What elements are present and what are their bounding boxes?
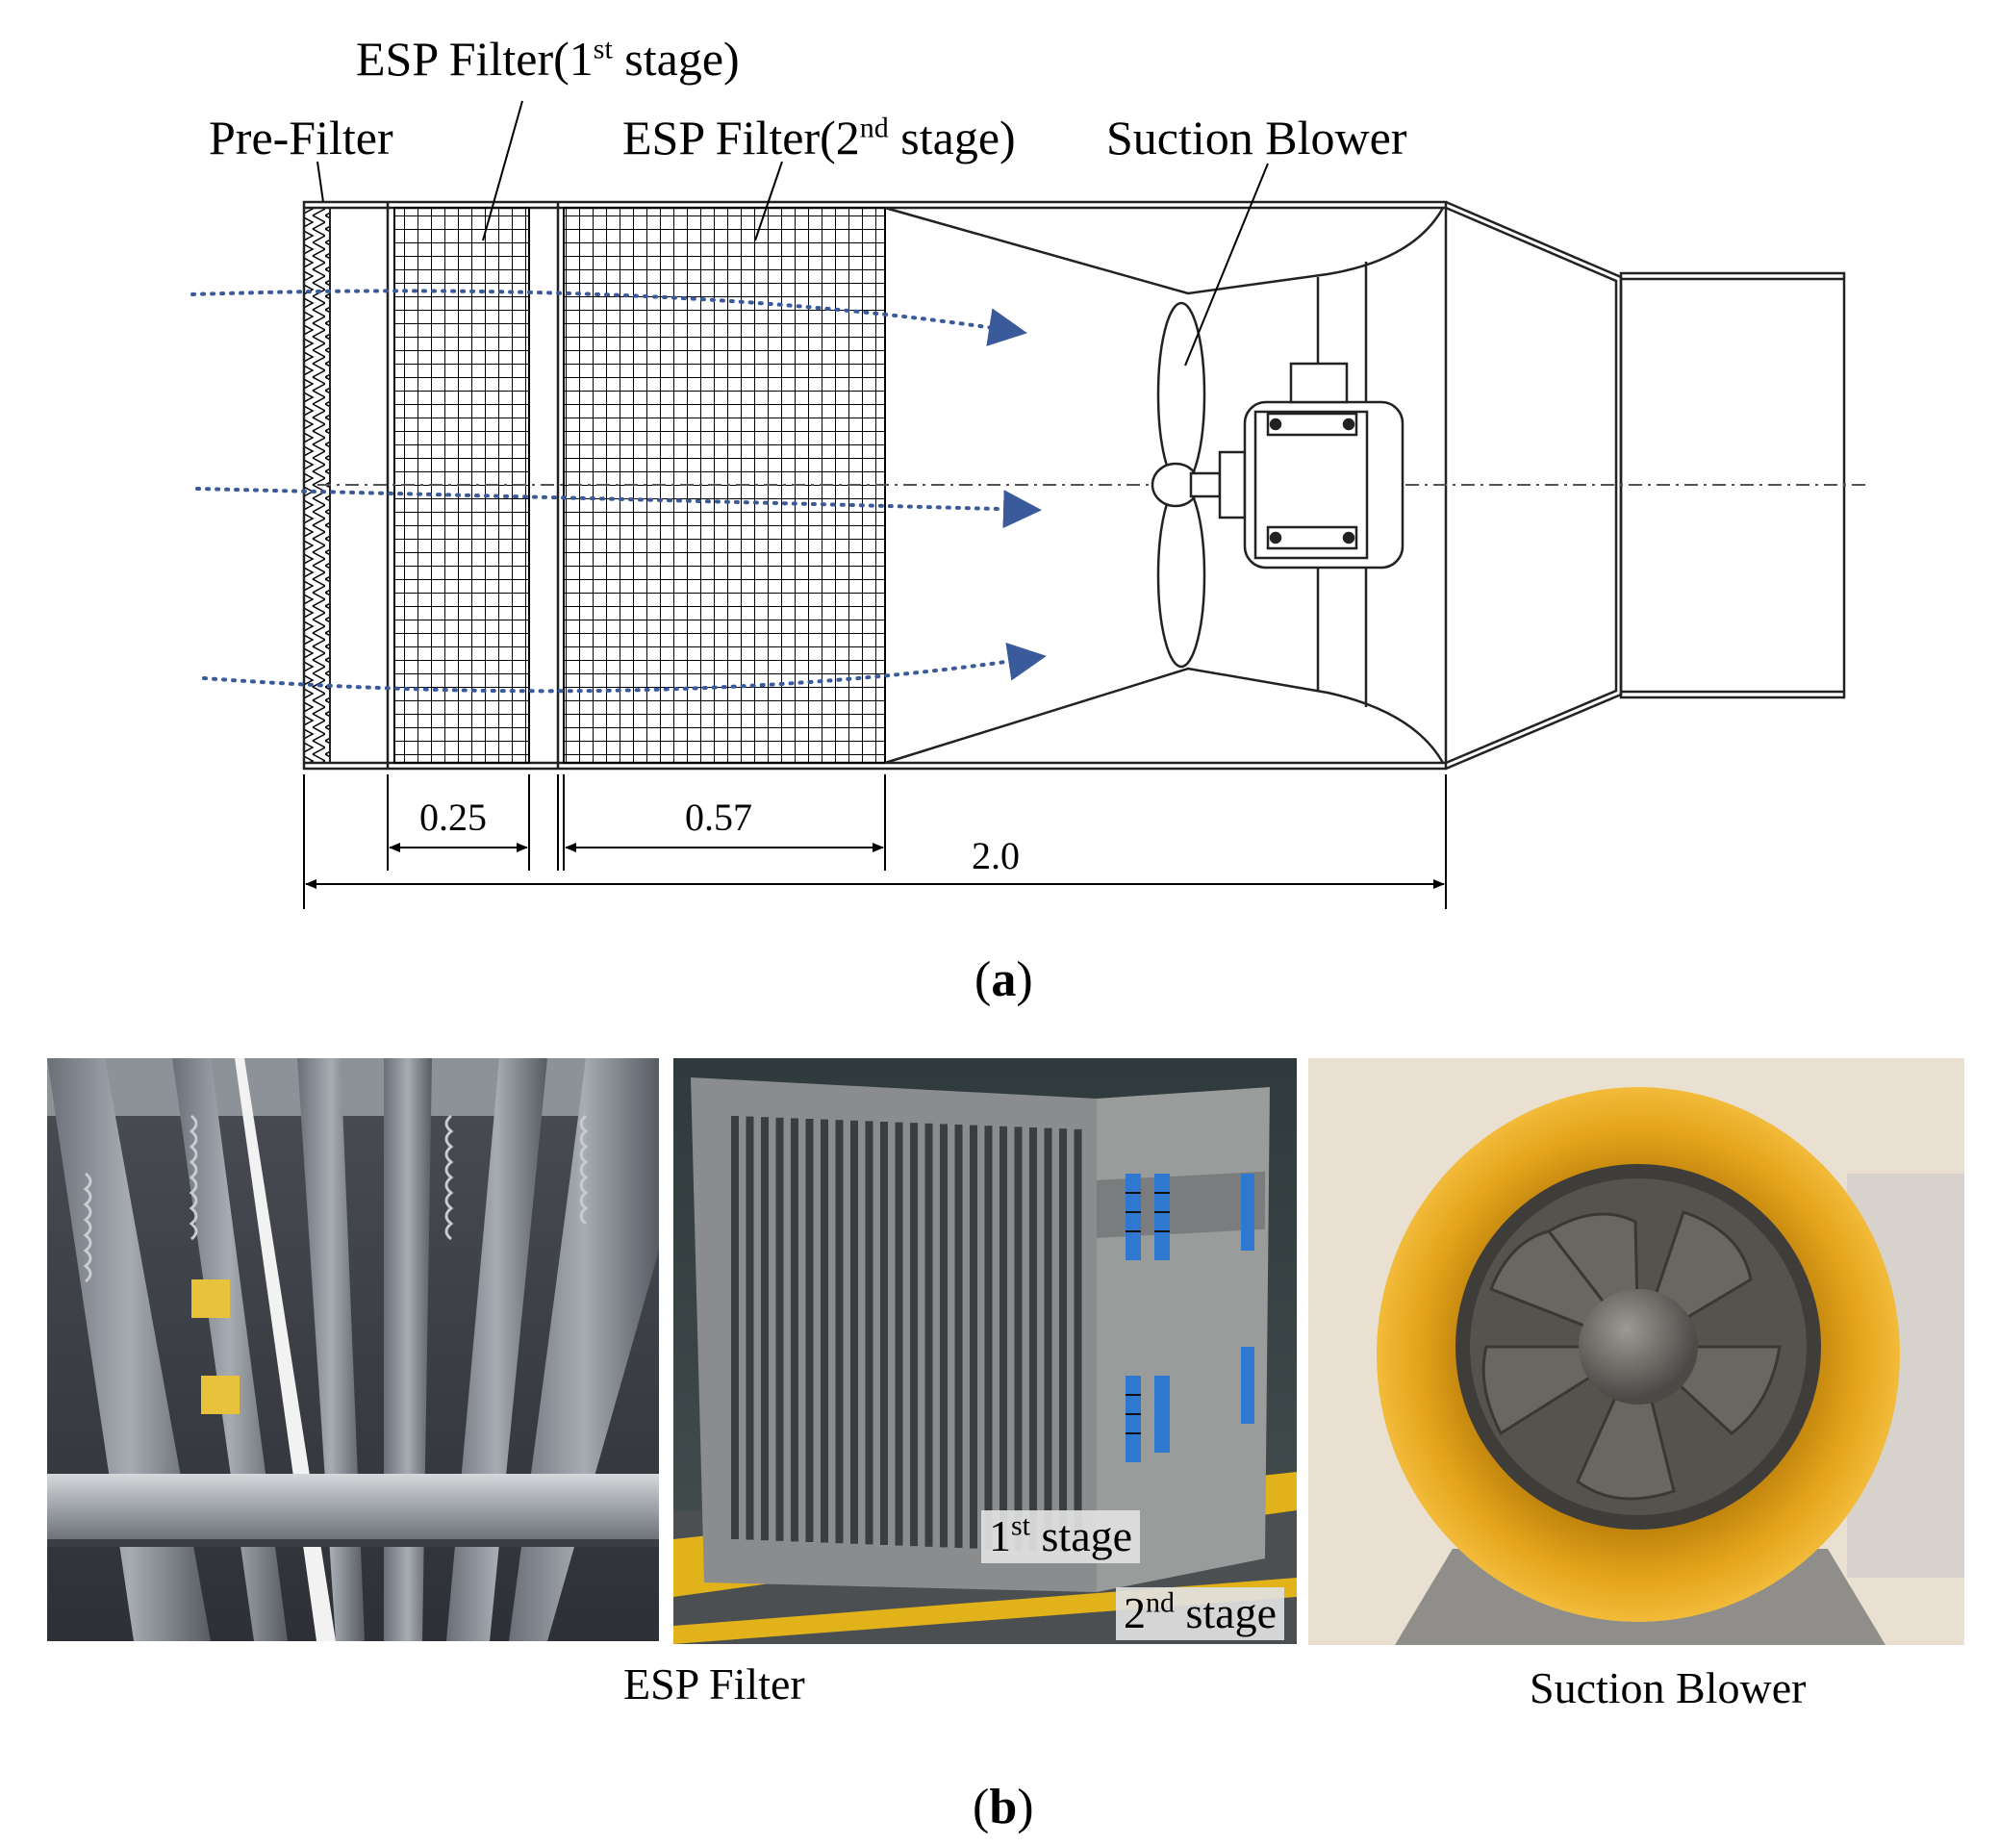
filter-slot bbox=[1000, 1126, 1007, 1550]
filter-slot bbox=[924, 1123, 933, 1547]
filter-slot bbox=[731, 1116, 739, 1539]
dimension-lines bbox=[303, 774, 1447, 909]
filter-slot bbox=[970, 1125, 977, 1549]
label-suction-blower: Suction Blower bbox=[1106, 111, 1407, 165]
filter-slot bbox=[1044, 1127, 1052, 1552]
filter-slot bbox=[1014, 1127, 1023, 1551]
label-esp-filter-stage-1: ESP Filter(1st stage) bbox=[356, 32, 740, 86]
filter-slot bbox=[821, 1119, 828, 1543]
filter-slot bbox=[1029, 1127, 1037, 1551]
dimension-label-second-stage: 0.57 bbox=[685, 796, 752, 839]
filter-slot bbox=[1059, 1128, 1067, 1553]
caption-a: (a) bbox=[974, 952, 1033, 1007]
photo-esp-plates bbox=[47, 1058, 659, 1641]
leader-lines bbox=[316, 100, 1269, 367]
filter-slot bbox=[791, 1118, 798, 1542]
caption-b: (b) bbox=[973, 1780, 1034, 1835]
filter-slot bbox=[835, 1120, 844, 1544]
filter-slot bbox=[910, 1123, 918, 1547]
schematic-diagram bbox=[190, 100, 1866, 909]
filter-slot bbox=[895, 1122, 903, 1546]
overlay-second-stage: 2nd stage bbox=[1116, 1587, 1285, 1640]
filter-slot bbox=[880, 1122, 888, 1545]
filter-slot bbox=[775, 1117, 784, 1541]
filter-slot bbox=[761, 1117, 769, 1541]
filter-slot bbox=[954, 1125, 963, 1548]
dimension-label-first-stage: 0.25 bbox=[419, 796, 487, 839]
filter-slot bbox=[746, 1116, 754, 1540]
photo-esp-filter-unit: 1st stage 2nd stage bbox=[673, 1058, 1297, 1644]
airflow-arrow bbox=[202, 642, 1047, 694]
airflow-arrow bbox=[195, 487, 1042, 529]
filter-slot bbox=[984, 1126, 993, 1550]
label-esp-filter-stage-2: ESP Filter(2nd stage) bbox=[622, 111, 1016, 165]
dimension-label-total: 2.0 bbox=[972, 834, 1020, 877]
filter-slot bbox=[805, 1119, 814, 1542]
overlay-first-stage: 1st stage bbox=[981, 1510, 1141, 1563]
photo-suction-blower bbox=[1308, 1058, 1964, 1645]
airflow-arrow bbox=[190, 289, 1027, 346]
airflow-arrows bbox=[190, 289, 1047, 694]
filter-slot bbox=[865, 1121, 873, 1545]
label-pre-filter: Pre-Filter bbox=[209, 111, 393, 165]
label-suction-blower-photo: Suction Blower bbox=[1530, 1663, 1807, 1712]
label-esp-filter-photo: ESP Filter bbox=[623, 1659, 805, 1709]
filter-slot bbox=[850, 1120, 858, 1544]
filter-slot bbox=[1074, 1128, 1082, 1553]
filter-slot bbox=[940, 1124, 948, 1548]
